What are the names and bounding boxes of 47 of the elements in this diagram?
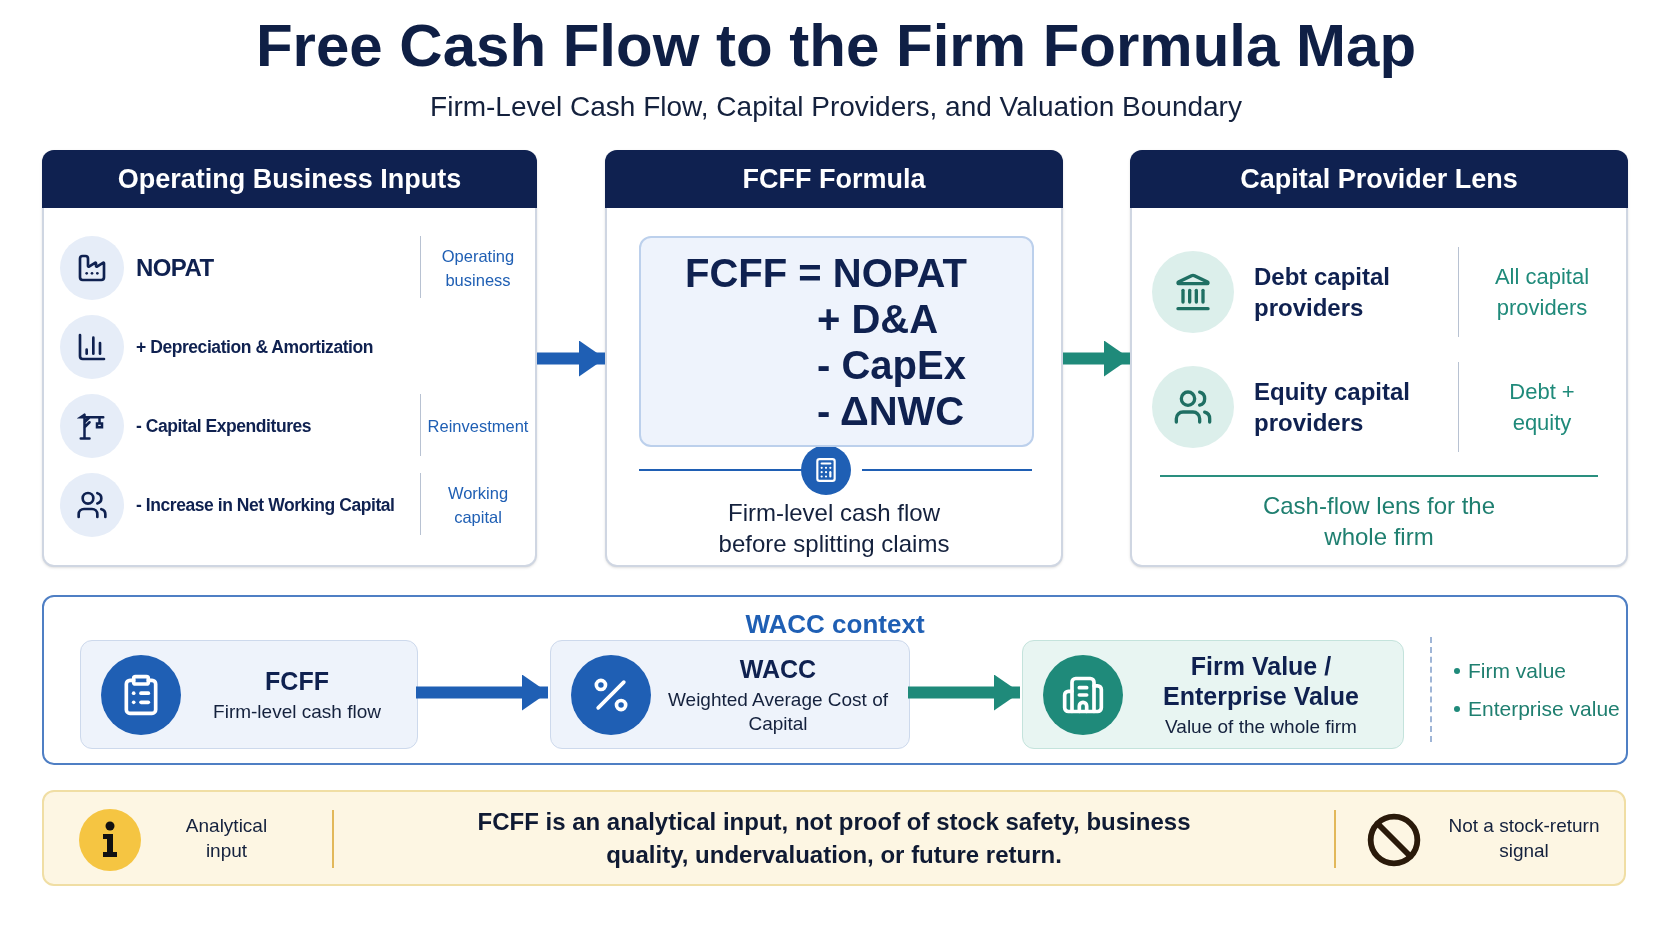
formula-line: - CapEx <box>816 341 967 388</box>
caption-text: Firm-level cash flow before splitting claims <box>717 498 951 559</box>
card-title: WACC <box>739 653 817 684</box>
card-subtitle: Firm-level cash flow <box>213 699 381 724</box>
flow-arrow <box>416 674 548 711</box>
formula-line: - ΔNWC <box>816 387 966 434</box>
note-label: Not a stock-return signal <box>1447 814 1601 863</box>
panel-card <box>605 150 1063 567</box>
formula-box <box>639 236 1034 447</box>
band-title: WACC context <box>745 608 925 641</box>
side-note: Operating business <box>440 246 516 291</box>
card-subtitle: Value of the whole firm <box>1165 714 1357 739</box>
panel-card <box>42 150 537 567</box>
side-note: Debt + equity <box>1508 378 1576 437</box>
title: Free Cash Flow to the Firm Formula Map <box>255 11 1417 81</box>
bullet-text: Enterprise value <box>1468 696 1620 722</box>
provider-label: Equity capital providers <box>1254 377 1412 438</box>
flow-arrow <box>908 674 1020 711</box>
row-label: + Depreciation & Amortization <box>136 335 374 359</box>
panel-card <box>1130 150 1628 567</box>
row-label: - Capital Expenditures <box>136 414 312 438</box>
context-card <box>550 640 910 749</box>
note-banner <box>42 790 1626 886</box>
side-note: Reinvestment <box>427 416 529 437</box>
panel-title: Operating Business Inputs <box>117 162 462 196</box>
context-card <box>1022 640 1404 749</box>
row-label: NOPAT <box>136 253 214 283</box>
row-label: - Increase in Net Working Capital <box>136 493 395 517</box>
note-text: FCFF is an analytical input, not proof of stock safety, business quality, undervaluation, or future return. <box>476 807 1192 870</box>
provider-label: Debt capital providers <box>1254 262 1392 323</box>
context-card <box>80 640 418 749</box>
subtitle: Firm-Level Cash Flow, Capital Providers, and Valuation Boundary <box>430 90 1242 124</box>
bullet-text: Firm value <box>1468 658 1567 684</box>
card-subtitle: Weighted Average Cost of Capital <box>667 687 889 736</box>
formula-line: + D&A <box>816 295 940 342</box>
side-note: All capital providers <box>1493 263 1591 322</box>
card-title: Firm Value / Enterprise Value <box>1162 650 1360 711</box>
side-note: Working capital <box>446 483 510 528</box>
formula-line: FCFF = NOPAT <box>684 249 968 296</box>
flow-arrow <box>1063 340 1130 377</box>
note-label: Analytical input <box>184 814 269 863</box>
panel-title: FCFF Formula <box>742 162 926 196</box>
flow-arrow <box>537 340 605 377</box>
caption-text: Cash-flow lens for the whole firm <box>1261 491 1497 552</box>
card-title: FCFF <box>265 665 329 696</box>
panel-title: Capital Provider Lens <box>1240 162 1518 196</box>
context-band <box>42 595 1628 765</box>
